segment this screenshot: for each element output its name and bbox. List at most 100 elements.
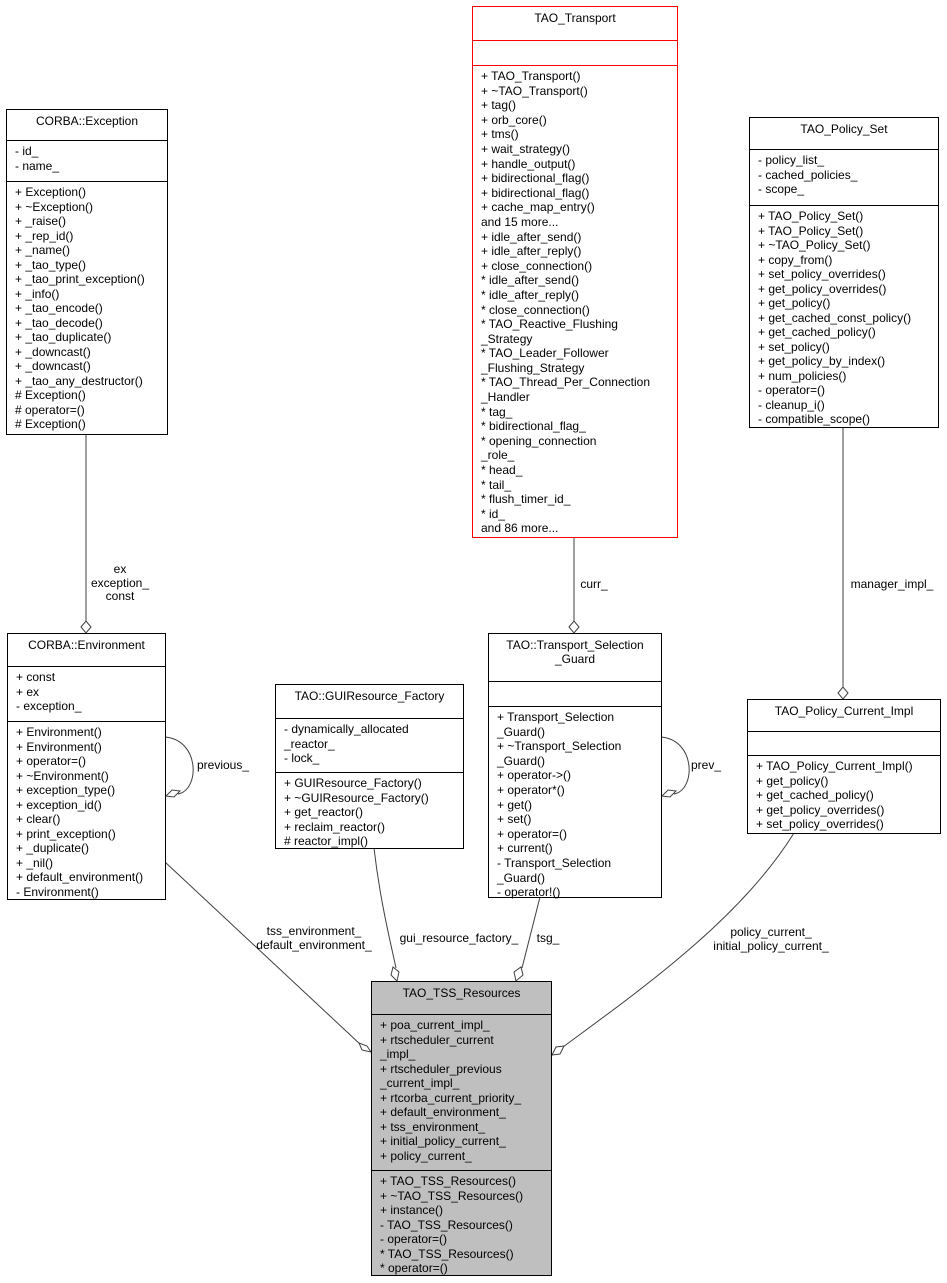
class-member: - compatible_scope(): [758, 412, 871, 426]
class-member: + TAO_Policy_Current_Impl(): [756, 759, 913, 773]
aggregation-diamond-icon: [513, 966, 524, 982]
class-member: + bidirectional_flag(): [481, 171, 590, 186]
class-member: - scope_: [758, 182, 805, 196]
class-member: + get_cached_const_policy(): [758, 310, 912, 325]
class-member: + policy_current_: [380, 1148, 472, 1163]
edge-environment-self: [164, 736, 194, 795]
class-member: + _tao_duplicate(): [15, 330, 112, 344]
class-member: - lock_: [284, 751, 320, 765]
class-member: - Transport_Selection: [497, 855, 612, 870]
class-member: # Exception(): [15, 388, 86, 402]
class-name: TAO::GUIResource_Factory: [294, 689, 445, 703]
attributes-section: - id_- name_: [7, 140, 167, 181]
class-member: * flush_timer_id_: [481, 492, 571, 507]
class-member: * tail_: [481, 477, 512, 492]
class-member: + ~Exception(): [15, 199, 94, 214]
class-member: + clear(): [16, 812, 61, 826]
class-member: _Guard(): [497, 753, 546, 768]
attributes-section: + poa_current_impl_+ rtscheduler_current…: [372, 1014, 551, 1170]
aggregation-diamond-icon: [837, 686, 849, 700]
methods-section: + TAO_TSS_Resources()+ ~TAO_TSS_Resource…: [372, 1170, 551, 1278]
class-member: + ~TAO_Transport(): [481, 83, 588, 98]
edge-label-environment-self: previous_: [196, 758, 250, 772]
class-member: * idle_after_send(): [481, 273, 580, 288]
methods-section: + TAO_Policy_Current_Impl()+ get_policy(…: [748, 755, 940, 834]
class-member: + instance(): [380, 1203, 444, 1217]
edge-label-guard-self: prev_: [690, 758, 722, 772]
class-member: + exception_id(): [16, 797, 102, 812]
class-corba-exception[interactable]: CORBA::Exception - id_- name_ + Exceptio…: [6, 109, 168, 435]
attributes-section: [489, 681, 661, 706]
class-member: and 86 more...: [481, 521, 559, 536]
class-member: + ~TAO_Policy_Set(): [758, 238, 871, 252]
class-member: + TAO_Policy_Set(): [758, 209, 864, 223]
class-member: + initial_policy_current_: [380, 1134, 506, 1148]
attributes-section: - policy_list_- cached_policies_- scope_: [750, 149, 938, 205]
class-member: + set_policy(): [758, 339, 830, 354]
class-member: - operator=(): [380, 1232, 448, 1246]
class-member: + tss_environment_: [380, 1119, 486, 1134]
class-member: + bidirectional_flag(): [481, 185, 590, 200]
class-member: * head_: [481, 463, 523, 478]
class-member: _role_: [481, 448, 515, 463]
class-member: + idle_after_reply(): [481, 244, 582, 259]
class-member: + _rep_id(): [15, 228, 74, 243]
aggregation-diamond-icon: [390, 966, 400, 982]
class-gui-resource-factory[interactable]: TAO::GUIResource_Factory - dynamically_a…: [275, 684, 464, 849]
aggregation-diamond-icon: [80, 620, 92, 634]
class-member: + close_connection(): [481, 258, 593, 273]
edge-label-currentimpl-tss: policy_current_ initial_policy_current_: [713, 925, 829, 953]
class-tss-resources[interactable]: TAO_TSS_Resources + poa_current_impl_+ r…: [371, 981, 552, 1276]
class-tao-policy-set[interactable]: TAO_Policy_Set - policy_list_- cached_po…: [749, 117, 939, 428]
class-member: + _tao_any_destructor(): [15, 373, 143, 388]
class-name: TAO_Transport: [534, 11, 616, 25]
methods-section: + Exception()+ ~Exception()+ _raise()+ _…: [7, 181, 167, 434]
class-member: + TAO_TSS_Resources(): [380, 1174, 516, 1188]
class-name: CORBA::Exception: [35, 114, 139, 128]
class-member: _Strategy: [481, 331, 533, 346]
class-member: - cached_policies_: [758, 167, 858, 182]
class-member: + poa_current_impl_: [380, 1018, 490, 1032]
class-member: + orb_core(): [481, 112, 547, 127]
class-member: + _nil(): [16, 855, 54, 870]
class-member: + Environment(): [16, 739, 102, 754]
class-member: * bidirectional_flag_: [481, 419, 586, 434]
aggregation-diamond-icon: [568, 620, 580, 634]
class-member: + TAO_Policy_Set(): [758, 223, 864, 238]
attributes-section: [473, 40, 677, 65]
class-transport-selection-guard[interactable]: TAO::Transport_Selection _Guard + Transp…: [488, 633, 662, 899]
class-member: + get_policy_overrides(): [756, 802, 885, 817]
class-member: + _downcast(): [15, 359, 91, 373]
class-member: + exception_type(): [16, 783, 116, 797]
edge-guard-self: [660, 736, 690, 795]
class-member: + ~Environment(): [16, 768, 109, 783]
class-member: - dynamically_allocated: [284, 722, 409, 736]
class-policy-current-impl[interactable]: TAO_Policy_Current_Impl + TAO_Policy_Cur…: [747, 699, 941, 834]
class-name: TAO_TSS_Resources: [402, 986, 521, 1000]
edge-label-gui-tss: gui_resource_factory_: [399, 931, 519, 945]
class-tao-transport[interactable]: TAO_Transport + TAO_Transport()+ ~TAO_Tr…: [472, 6, 678, 538]
class-member: + rtcorba_current_priority_: [380, 1090, 522, 1105]
class-member: + _duplicate(): [16, 841, 90, 855]
class-member: - name_: [15, 158, 60, 173]
class-member: + get_cached_policy(): [756, 788, 874, 802]
class-member: + tms(): [481, 127, 519, 142]
edge-gui-tss: [373, 847, 397, 969]
class-corba-environment[interactable]: CORBA::Environment + const+ ex- exceptio…: [7, 633, 166, 900]
class-member: + ~Transport_Selection: [497, 739, 622, 754]
class-member: + _info(): [15, 286, 60, 301]
class-member: + get_policy_overrides(): [758, 281, 887, 296]
class-member: * close_connection(): [481, 302, 590, 317]
edge-guard-tss: [521, 896, 541, 969]
class-member: + ~GUIResource_Factory(): [284, 790, 429, 805]
edge-label-guard-tss: tsg_: [536, 931, 560, 945]
class-member: - TAO_TSS_Resources(): [380, 1217, 513, 1232]
class-member: + print_exception(): [16, 826, 116, 841]
class-member: + operator=(): [16, 754, 87, 768]
class-member: + cache_map_entry(): [481, 200, 595, 215]
class-member: + wait_strategy(): [481, 141, 571, 156]
aggregation-diamond-icon: [358, 1042, 373, 1053]
attributes-section: - dynamically_allocated_reactor_- lock_: [276, 718, 463, 772]
class-member: + operator*(): [497, 782, 565, 797]
